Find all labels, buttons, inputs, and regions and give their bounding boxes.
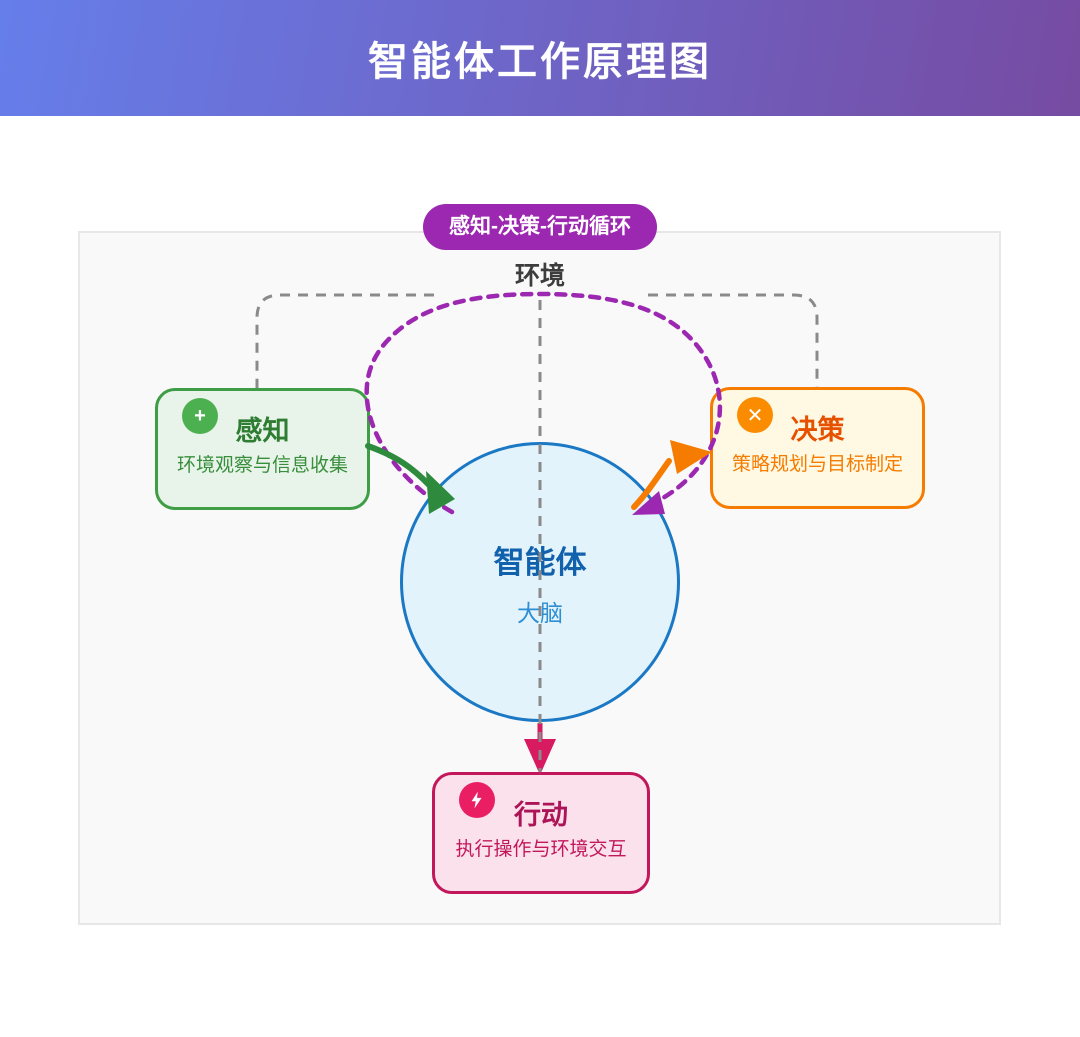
plus-icon: + bbox=[182, 398, 218, 434]
node-subtitle: 策略规划与目标制定 bbox=[731, 454, 903, 475]
node-agent: 智能体 大脑 bbox=[400, 442, 680, 722]
node-action: 行动 执行操作与环境交互 bbox=[432, 772, 650, 894]
node-subtitle: 环境观察与信息收集 bbox=[176, 455, 348, 476]
node-title: 行动 bbox=[514, 800, 568, 830]
node-title: 决策 bbox=[790, 415, 845, 445]
loop-badge: 感知-决策-行动循环 bbox=[423, 204, 657, 250]
bolt-icon bbox=[459, 782, 495, 818]
node-subtitle: 执行操作与环境交互 bbox=[455, 839, 627, 860]
header-banner: 智能体工作原理图 bbox=[0, 0, 1080, 116]
node-perception: + 感知 环境观察与信息收集 bbox=[155, 388, 370, 510]
bolt-icon bbox=[471, 791, 482, 809]
node-decision: ✕ 决策 策略规划与目标制定 bbox=[710, 387, 925, 509]
node-subtitle: 大脑 bbox=[517, 599, 563, 626]
environment-label: 环境 bbox=[514, 262, 566, 290]
node-title: 智能体 bbox=[493, 544, 587, 580]
node-title: 感知 bbox=[235, 416, 290, 446]
close-icon: ✕ bbox=[737, 397, 773, 433]
page-title: 智能体工作原理图 bbox=[368, 40, 712, 84]
